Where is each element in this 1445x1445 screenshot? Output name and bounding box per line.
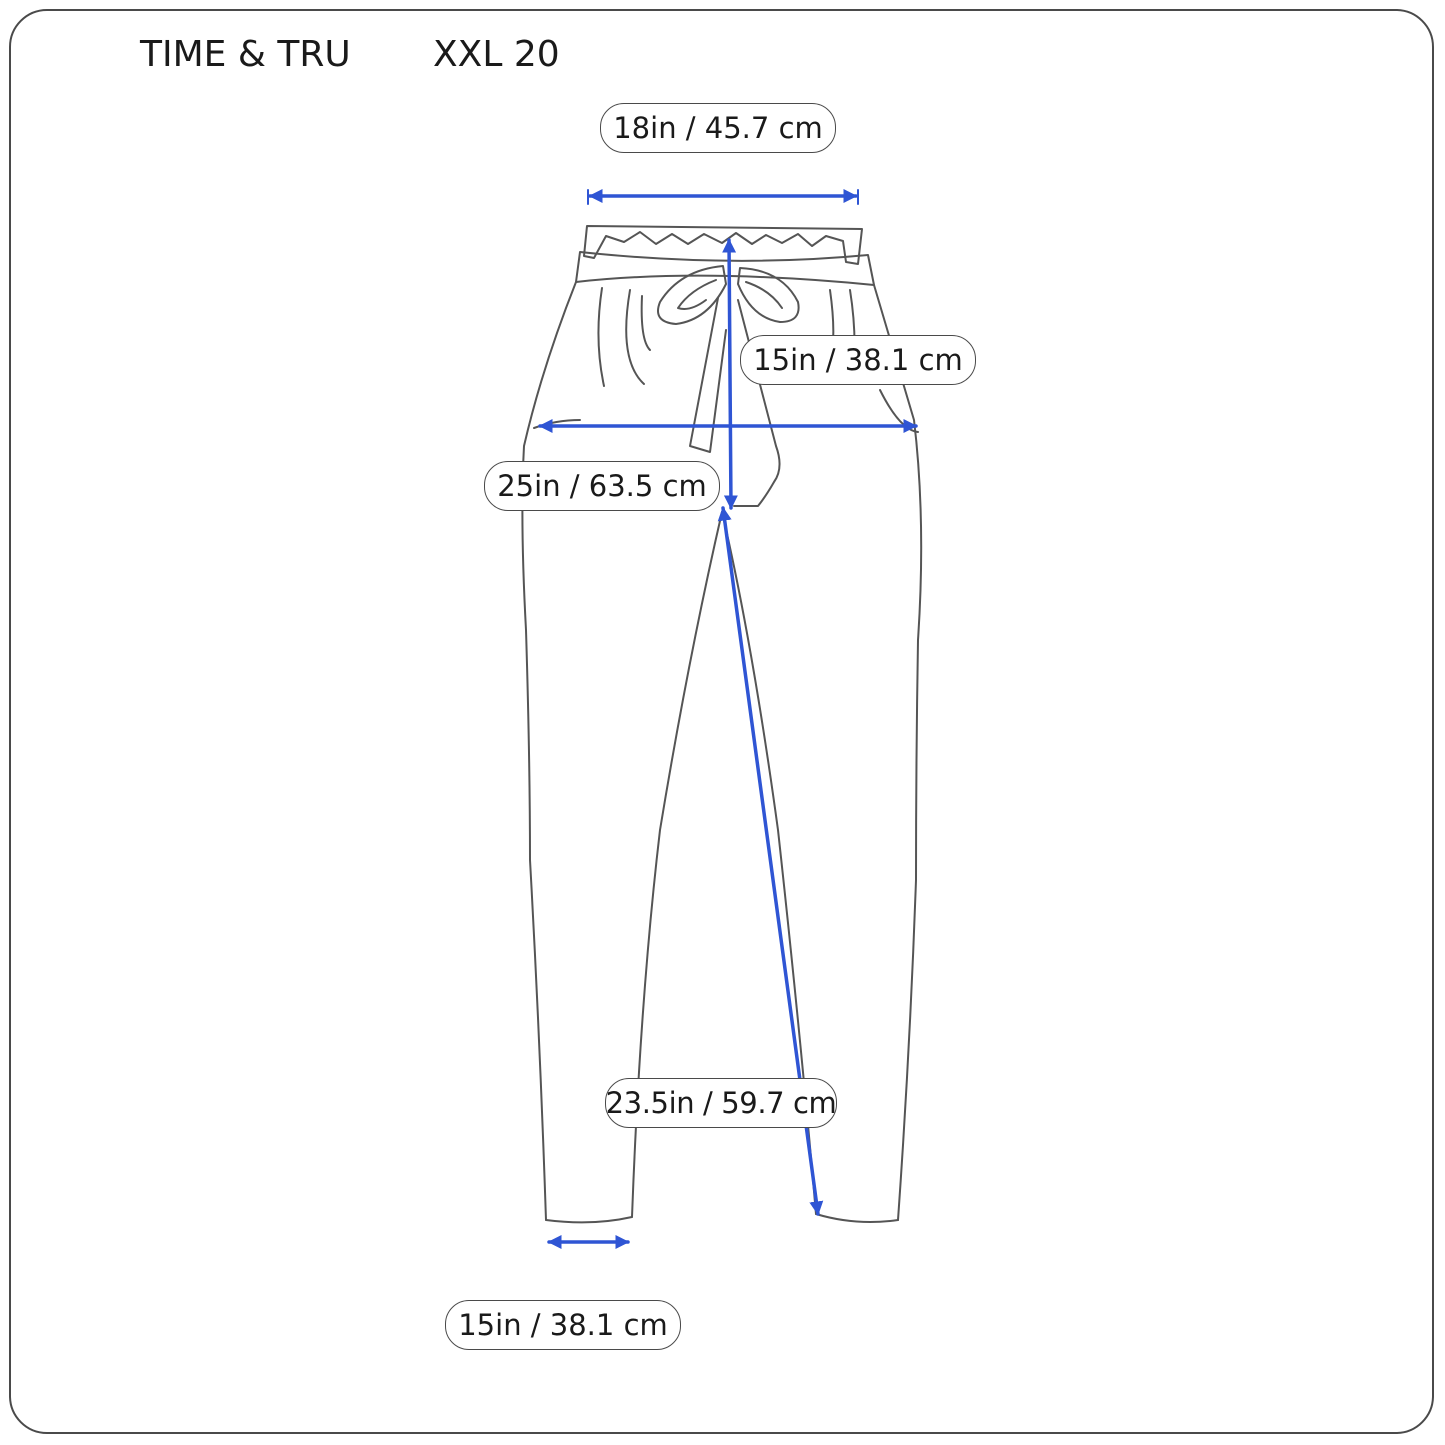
bow-left-inner [677, 279, 717, 310]
waist-measurement-label: 18in / 45.7 cm [600, 103, 836, 153]
pleat-line [640, 295, 651, 351]
right-outer-seam [873, 284, 923, 1221]
rise-measurement-label: 15in / 38.1 cm [740, 335, 976, 385]
rise-arrow [722, 238, 738, 510]
hip-measurement-label: 25in / 63.5 cm [484, 461, 720, 511]
left-outer-seam [521, 281, 577, 1221]
right-hem [815, 1213, 899, 1223]
pleat-line [597, 287, 605, 387]
inseam-measurement-label: 23.5in / 59.7 cm [605, 1078, 837, 1128]
pleat-line [625, 289, 645, 385]
tie-tail-right [733, 299, 781, 507]
left-hem [545, 1216, 633, 1224]
brand-label: TIME & TRU [140, 34, 351, 75]
tie-tail-left [689, 297, 727, 453]
leg-opening-measurement-label: 15in / 38.1 cm [445, 1300, 681, 1350]
size-label: XXL 20 [433, 34, 560, 75]
waistband-outline [583, 225, 863, 265]
bow-right-loop [737, 267, 800, 323]
bow-left-loop [657, 265, 727, 325]
bow-right-inner [745, 281, 783, 309]
